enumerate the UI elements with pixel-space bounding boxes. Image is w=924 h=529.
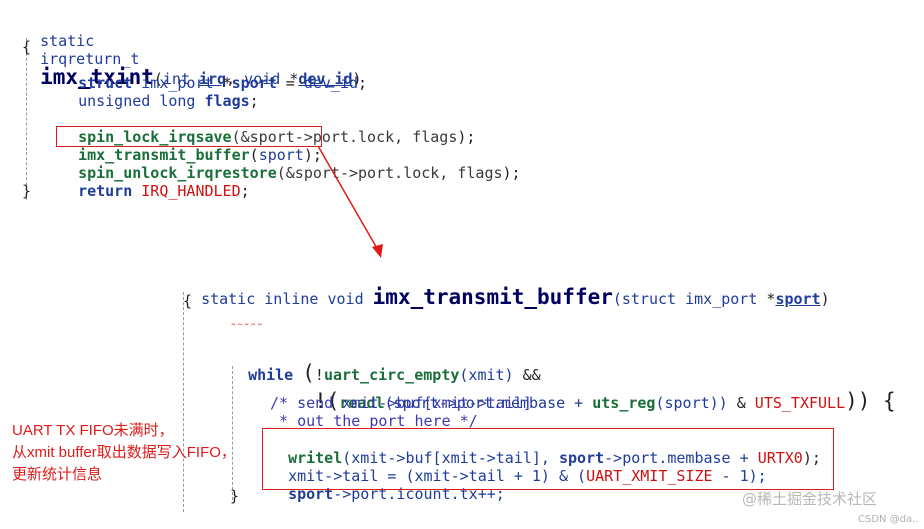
tx-comment-2: * out the port here */	[270, 412, 478, 430]
elided-mark: ˜˜˜˜˜	[230, 322, 264, 335]
txint-return: return IRQ_HANDLED;	[78, 182, 250, 200]
tx-signature: static inline void imx_transmit_buffer(s…	[201, 285, 830, 309]
txint-close-brace: }	[22, 182, 32, 200]
tx-writel: writel(xmit->buf[xmit->tail], sport->por…	[288, 449, 821, 467]
tx-while: while (!uart_circ_empty(xmit) &&	[248, 361, 541, 385]
txint-spin-lock: spin_lock_irqsave(&sport->port.lock, fla…	[78, 128, 476, 146]
watermark-main: @稀土掘金技术社区	[742, 490, 878, 508]
txint-open-brace: {	[22, 38, 32, 56]
txint-call-transmit: imx_transmit_buffer(sport);	[78, 146, 322, 164]
tx-while-close: }	[230, 487, 240, 505]
tx-open-brace: {	[183, 292, 193, 310]
function-name-txint: imx_txint	[40, 65, 154, 89]
tx-while-cond: !(readl(sport->port.membase + uts_reg(sp…	[314, 389, 896, 413]
highlight-box-body	[262, 428, 834, 490]
txint-signature: static irqreturn_t imx_txint(int irq, vo…	[40, 32, 362, 89]
highlight-box-call	[56, 126, 322, 147]
tx-tail-update: xmit->tail = (xmit->tail + 1) & (UART_XM…	[288, 467, 767, 485]
indent-guide	[26, 38, 27, 200]
indent-guide-tx	[183, 292, 184, 512]
watermark-csdn: CSDN @da..	[858, 514, 919, 525]
txint-spin-unlock: spin_unlock_irqrestore(&sport->port.lock…	[78, 164, 521, 182]
annotation-text: UART TX FIFO未满时， 从xmit buffer取出数据写入FIFO，…	[12, 422, 236, 483]
txint-decl-sport: struct imx_port *sport = dev_id;	[78, 74, 368, 92]
tx-comment-1: /* send xmit->buf[xmit->tail]	[270, 394, 532, 412]
txint-decl-flags: unsigned long flags;	[78, 92, 259, 110]
function-name-transmit: imx_transmit_buffer	[372, 285, 613, 309]
indent-guide-while	[232, 366, 233, 500]
